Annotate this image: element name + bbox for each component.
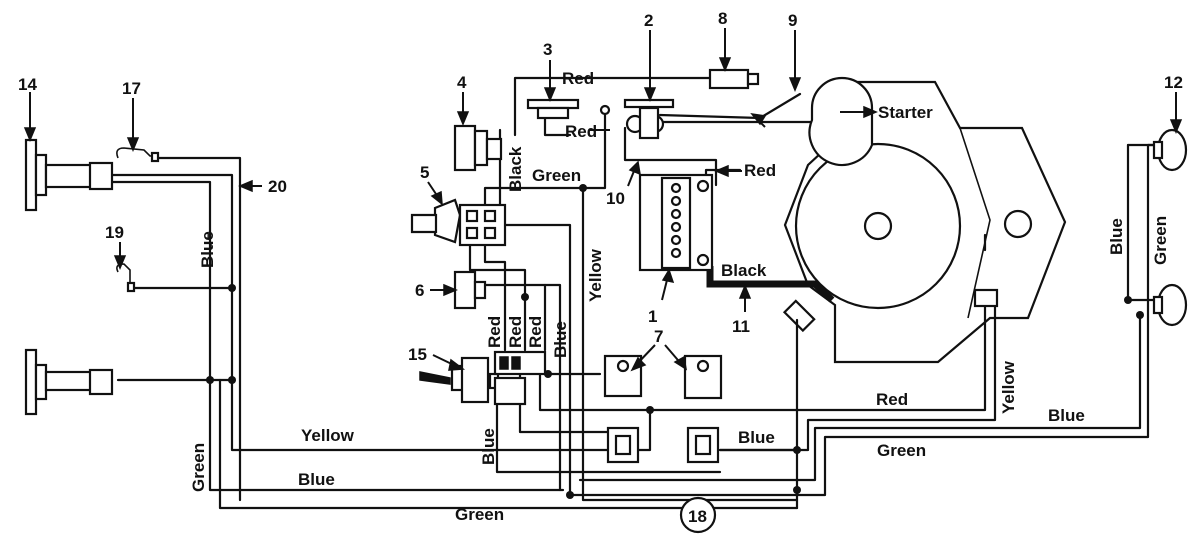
- callout-4: 4: [457, 73, 467, 92]
- label-blue-lower-v: Blue: [479, 428, 498, 465]
- callout-19: 19: [105, 223, 124, 242]
- label-blue-far-right-v: Blue: [1107, 218, 1126, 255]
- callout-9: 9: [788, 11, 797, 30]
- callout-15: 15: [408, 345, 427, 364]
- terminal: [599, 104, 611, 116]
- callout-18: 18: [688, 507, 707, 526]
- label-green-lower-right: Green: [877, 441, 926, 460]
- label-green-bottom: Green: [455, 505, 504, 524]
- connector-block: [493, 350, 547, 406]
- callout-5: 5: [420, 163, 429, 182]
- callout-20: 20: [268, 177, 287, 196]
- label-blue-right-h: Blue: [1048, 406, 1085, 425]
- label-red-top: Red: [562, 69, 594, 88]
- switch-4: [453, 124, 503, 172]
- connector-17: [116, 147, 160, 163]
- callout-17: 17: [122, 79, 141, 98]
- label-red-right: Red: [744, 161, 776, 180]
- callout-11: 11: [732, 317, 750, 336]
- label-green-left-v: Green: [189, 443, 208, 492]
- component-8: [708, 68, 760, 90]
- ignition-switch-5: [410, 198, 507, 247]
- label-red-a: Red: [485, 316, 504, 348]
- callout-8: 8: [718, 9, 727, 28]
- solenoid-2: [623, 98, 675, 140]
- label-red-bottom: Red: [876, 390, 908, 409]
- label-black-v: Black: [506, 146, 525, 192]
- light-switch-15: [419, 356, 500, 404]
- junction-dots: [206, 184, 1144, 499]
- callout-numbers: 14 17 20 19 4 3 2 8 9 5 6 15 10 1 11 7 1…: [18, 9, 1183, 526]
- module-7-right: [683, 354, 723, 400]
- label-blue-v: Blue: [551, 321, 570, 358]
- engine: [782, 76, 1067, 364]
- wire-labels: Starter Red Red Red Green Black Red Yell…: [189, 69, 1170, 524]
- callout-18-circle: [679, 496, 717, 534]
- label-green-mid: Green: [532, 166, 581, 185]
- label-black-battery: Black: [721, 261, 767, 280]
- label-blue-left-v: Blue: [198, 231, 217, 268]
- label-red-switch: Red: [565, 122, 597, 141]
- callout-3: 3: [543, 40, 552, 59]
- callout-7: 7: [654, 327, 663, 346]
- battery-1: [638, 173, 714, 272]
- connector-right: [973, 288, 999, 308]
- callout-6: 6: [415, 281, 424, 300]
- label-yellow-v: Yellow: [586, 248, 605, 302]
- label-red-b: Red: [506, 316, 525, 348]
- label-red-c: Red: [526, 316, 545, 348]
- starter-label: Starter: [878, 103, 933, 122]
- tail-light-upper: [1152, 128, 1188, 172]
- callout-14: 14: [18, 75, 37, 94]
- callout-arrows: [23, 28, 1183, 372]
- connector-lower-left: [606, 426, 640, 464]
- callout-12: 12: [1164, 73, 1183, 92]
- label-green-far-right-v: Green: [1151, 216, 1170, 265]
- headlight-left-upper: [24, 138, 114, 212]
- component-3: [526, 98, 580, 120]
- callout-1: 1: [648, 307, 657, 326]
- headlight-left-lower: [24, 348, 114, 416]
- label-blue-mid: Blue: [738, 428, 775, 447]
- label-yellow-right-v: Yellow: [999, 360, 1018, 414]
- wires: [110, 76, 1162, 510]
- callout-2: 2: [644, 11, 653, 30]
- switch-6: [453, 270, 487, 310]
- label-yellow-h: Yellow: [301, 426, 355, 445]
- label-blue-h: Blue: [298, 470, 335, 489]
- connector-lower-right: [686, 426, 720, 464]
- tail-light-lower: [1152, 283, 1188, 327]
- callout-10: 10: [606, 189, 625, 208]
